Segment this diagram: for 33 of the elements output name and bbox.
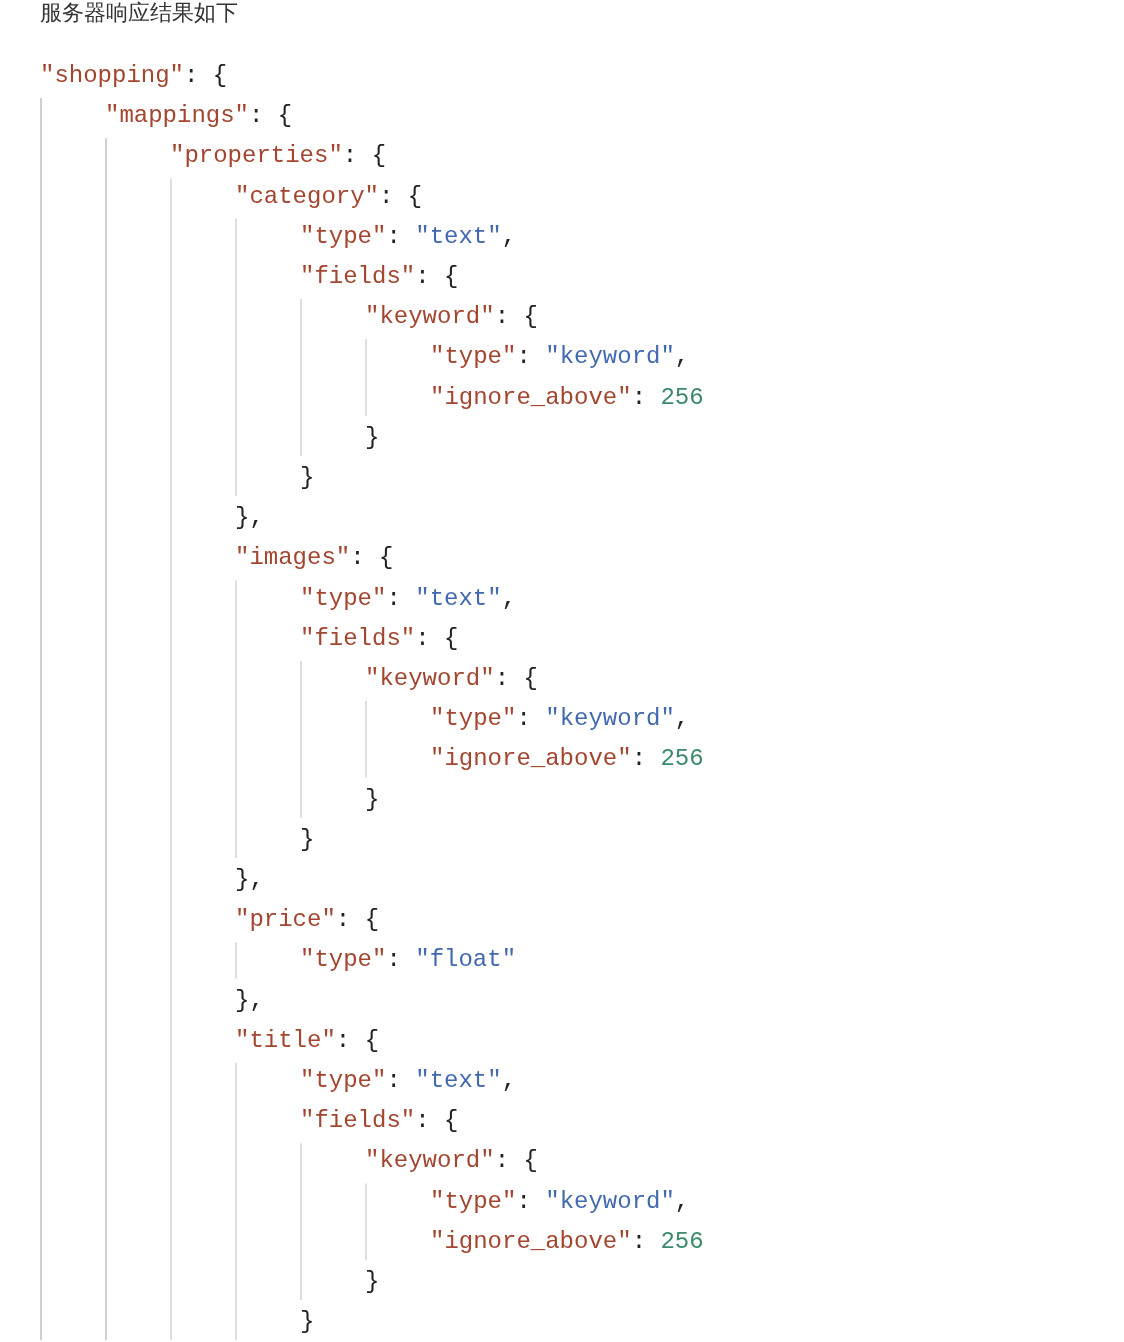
intro-text: 服务器响应结果如下 (40, 0, 238, 26)
code-line: "type": "float" (300, 946, 517, 975)
code-line: "ignore_above": 256 (430, 745, 704, 774)
code-line: "shopping": { (40, 62, 228, 90)
code-line: "type": "keyword", (430, 1187, 690, 1216)
code-line: "type": "keyword", (430, 343, 690, 372)
code-line: }, (235, 504, 264, 533)
code-line: "keyword": { (365, 1147, 538, 1176)
code-line: "images": { (235, 544, 394, 573)
code-line: } (300, 464, 315, 492)
code-line: "keyword": { (365, 665, 538, 693)
code-line: "fields": { (300, 263, 459, 291)
code-line: "type": "text", (300, 222, 517, 251)
code-line: "category": { (235, 182, 423, 211)
code-line: "type": "text", (300, 1067, 517, 1095)
code-line: "type": "keyword", (430, 705, 690, 734)
code-line: "price": { (235, 906, 380, 935)
code-line: "properties": { (170, 142, 387, 171)
code-line: } (300, 1308, 315, 1337)
code-line: "title": { (235, 1026, 380, 1055)
code-line: } (365, 423, 380, 452)
code-line: "type": "text", (300, 584, 517, 613)
code-line: } (365, 785, 380, 814)
code-line: }, (235, 866, 264, 894)
code-line: } (300, 825, 315, 854)
code-line: "keyword": { (365, 303, 538, 332)
code-line: } (365, 1268, 380, 1296)
code-line: "ignore_above": 256 (430, 383, 704, 412)
code-line: "ignore_above": 256 (430, 1227, 704, 1256)
code-line: "fields": { (300, 1107, 459, 1136)
code-line: "fields": { (300, 624, 459, 653)
code-line: "mappings": { (105, 102, 293, 131)
code-line: }, (235, 986, 264, 1015)
